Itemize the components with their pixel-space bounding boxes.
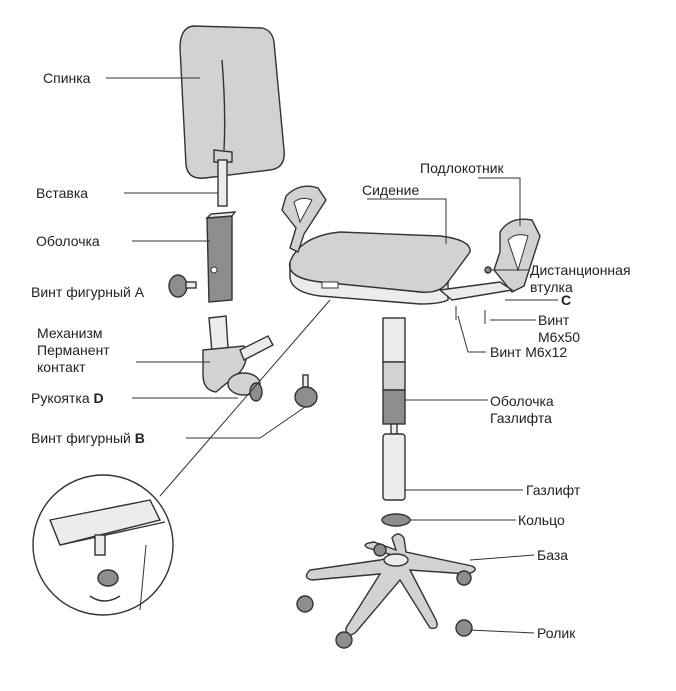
leader-caster [469, 629, 535, 634]
shell-part [206, 215, 233, 303]
label-mechanism-2: Перманент [37, 342, 110, 358]
label-spacer-2: втулка [530, 279, 573, 295]
leader-detail [159, 299, 331, 497]
label-m6x50-2: М6х50 [538, 329, 581, 345]
leader-base [469, 554, 535, 561]
leader-screw-b-2 [259, 406, 306, 439]
label-handle-letter: D [93, 390, 104, 406]
label-backrest: Спинка [43, 70, 91, 86]
label-spacer-1: Дистанционная [530, 262, 631, 278]
backrest-bracket [213, 149, 233, 163]
label-screw-b-text: Винт фигурный [31, 430, 135, 446]
mechanism-part [202, 315, 274, 402]
label-screw-b-letter: В [134, 430, 145, 446]
label-mechanism-1: Механизм [37, 325, 103, 341]
label-gaslift: Газлифт [526, 482, 581, 498]
insert-part [217, 159, 228, 207]
base-part [305, 533, 476, 636]
shell-top [205, 211, 237, 219]
label-m6x12: Винт М6х12 [490, 344, 568, 360]
leader-m6x12 [457, 315, 486, 353]
leader-armrest [478, 177, 521, 226]
screw-b-part [294, 374, 318, 408]
label-armrest: Подлокотник [420, 160, 504, 176]
backrest-part [179, 25, 285, 179]
caster-part [296, 543, 473, 649]
label-handle: Рукоятка D [31, 390, 104, 407]
label-caster: Ролик [537, 625, 576, 641]
gaslift-part [382, 423, 406, 501]
leader-seat [367, 198, 447, 244]
label-ring: Кольцо [518, 512, 565, 528]
gaslift-shell-part [382, 317, 406, 425]
label-insert: Вставка [36, 185, 89, 201]
label-handle-text: Рукоятка [31, 390, 94, 406]
label-seat: Сидение [362, 182, 420, 198]
label-screw-a: Винт фигурный А [31, 284, 145, 300]
label-base: База [537, 547, 569, 563]
screw-a-part [168, 274, 197, 298]
seat-part [288, 231, 471, 305]
label-mechanism-3: контакт [37, 359, 86, 375]
label-gaslift-shell-1: Оболочка [490, 393, 554, 409]
label-m6x50-1: Винт [538, 312, 570, 328]
label-c: C [561, 292, 572, 308]
label-gaslift-shell-2: Газлифта [490, 410, 552, 426]
label-screw-b: Винт фигурный В [31, 430, 145, 447]
detail-zoom-circle [32, 474, 174, 616]
label-shell: Оболочка [36, 233, 100, 249]
armrest-bracket-part [438, 266, 514, 301]
backrest-seam [221, 59, 226, 151]
ring-part [381, 513, 411, 527]
left-armrest-part [281, 185, 327, 253]
